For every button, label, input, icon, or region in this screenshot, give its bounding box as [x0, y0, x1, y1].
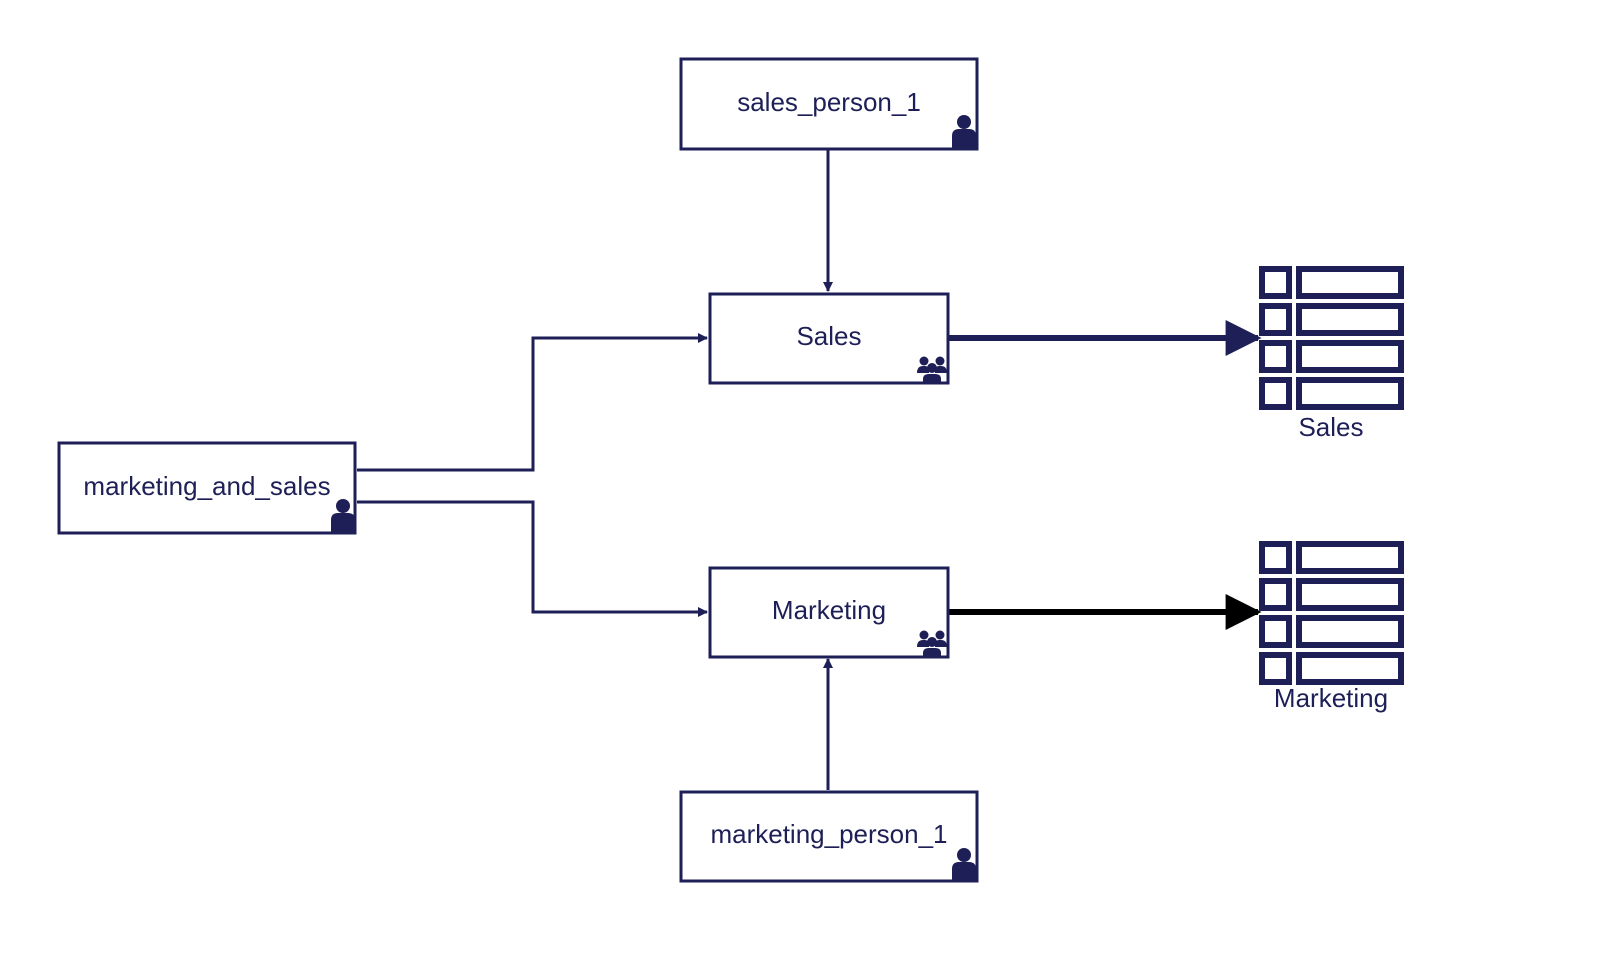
- edge-marketing-and-sales-to-marketing[interactable]: [357, 500, 708, 617]
- node-label: sales_person_1: [737, 87, 921, 117]
- node-label: Marketing: [772, 595, 886, 625]
- table-label: Marketing: [1274, 683, 1388, 713]
- node-box[interactable]: [679, 57, 979, 151]
- table-icon: [1259, 266, 1404, 410]
- node-label: marketing_person_1: [710, 819, 947, 849]
- edge-marketing-and-sales-to-sales[interactable]: [357, 333, 708, 472]
- node-box[interactable]: [679, 790, 979, 883]
- node-label: Sales: [796, 321, 861, 351]
- table-sales[interactable]: Sales: [1259, 266, 1404, 442]
- node-box[interactable]: [57, 441, 357, 535]
- node-marketing-person-1[interactable]: marketing_person_1: [679, 790, 979, 883]
- node-marketing-group[interactable]: Marketing: [708, 566, 950, 659]
- node-box[interactable]: [708, 292, 950, 385]
- table-marketing[interactable]: Marketing: [1259, 541, 1404, 713]
- table-label: Sales: [1298, 412, 1363, 442]
- node-marketing-and-sales[interactable]: marketing_and_sales: [57, 441, 357, 535]
- edges: [357, 150, 1262, 790]
- node-box[interactable]: [708, 566, 950, 659]
- node-sales-person-1[interactable]: sales_person_1: [679, 57, 979, 151]
- node-label: marketing_and_sales: [83, 471, 330, 501]
- table-icon: [1259, 541, 1404, 685]
- node-sales-group[interactable]: Sales: [708, 292, 950, 385]
